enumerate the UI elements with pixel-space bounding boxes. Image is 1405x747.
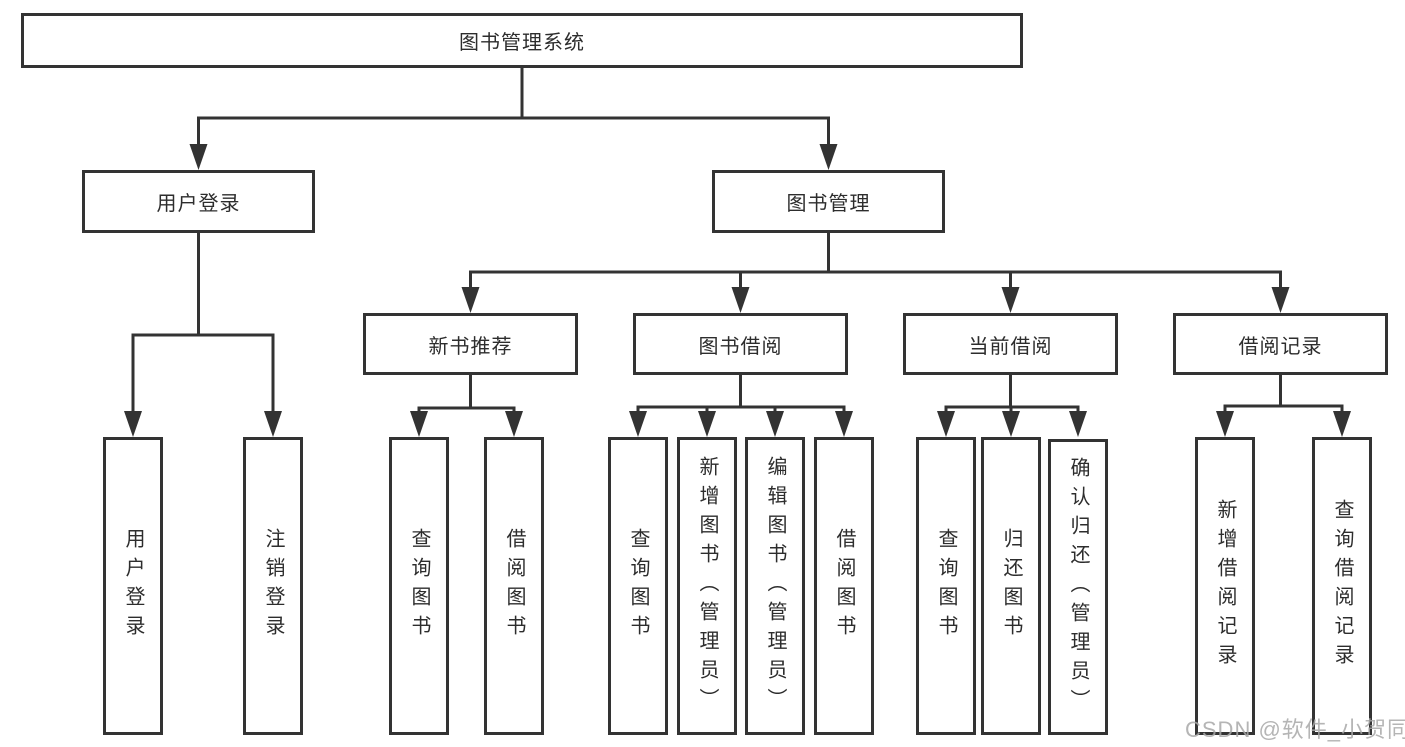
connector-user-login-arrowheads	[124, 411, 282, 437]
connector-user-login-split	[131, 233, 275, 412]
connector-borrow-record-split	[1223, 375, 1344, 412]
leaf-logout: 注销登录	[243, 437, 303, 735]
connector-current-borrow-split	[944, 375, 1080, 412]
leaf-query-books-borrow: 查询图书	[608, 437, 668, 735]
connector-book-borrow-split	[636, 375, 846, 412]
leaf-borrow-books-recommend: 借阅图书	[484, 437, 544, 735]
connector-book-management-split	[469, 233, 1282, 288]
node-current-borrow: 当前借阅	[903, 313, 1118, 375]
node-new-book-recommend: 新书推荐	[363, 313, 578, 375]
connector-book-management-arrowheads	[461, 287, 1290, 313]
leaf-add-borrow-record: 新增借阅记录	[1195, 437, 1255, 735]
node-book-management: 图书管理	[712, 170, 945, 233]
connector-new-book-arrowheads	[410, 411, 523, 437]
node-root-library-system: 图书管理系统	[21, 13, 1023, 68]
leaf-confirm-return-admin: 确认归还（管理员）	[1048, 439, 1108, 735]
leaf-query-books-current: 查询图书	[916, 437, 976, 735]
connector-book-borrow-arrowheads	[629, 411, 853, 437]
leaf-return-books: 归还图书	[981, 437, 1041, 735]
node-book-borrow: 图书借阅	[633, 313, 848, 375]
connector-new-book-split	[417, 375, 516, 412]
csdn-watermark: CSDN @软件_小贺同学	[1185, 717, 1405, 742]
leaf-query-borrow-record: 查询借阅记录	[1312, 437, 1372, 735]
node-user-login: 用户登录	[82, 170, 315, 233]
leaf-borrow-books: 借阅图书	[814, 437, 874, 735]
connector-borrow-record-arrowheads	[1216, 411, 1351, 437]
connector-current-borrow-arrowheads	[937, 411, 1087, 437]
leaf-query-books-recommend: 查询图书	[389, 437, 449, 735]
leaf-edit-books-admin: 编辑图书（管理员）	[745, 437, 805, 735]
connector-root-arrowheads	[189, 144, 838, 170]
node-borrow-records: 借阅记录	[1173, 313, 1388, 375]
leaf-user-login: 用户登录	[103, 437, 163, 735]
leaf-add-books-admin: 新增图书（管理员）	[677, 437, 737, 735]
connector-root-split	[197, 68, 830, 146]
